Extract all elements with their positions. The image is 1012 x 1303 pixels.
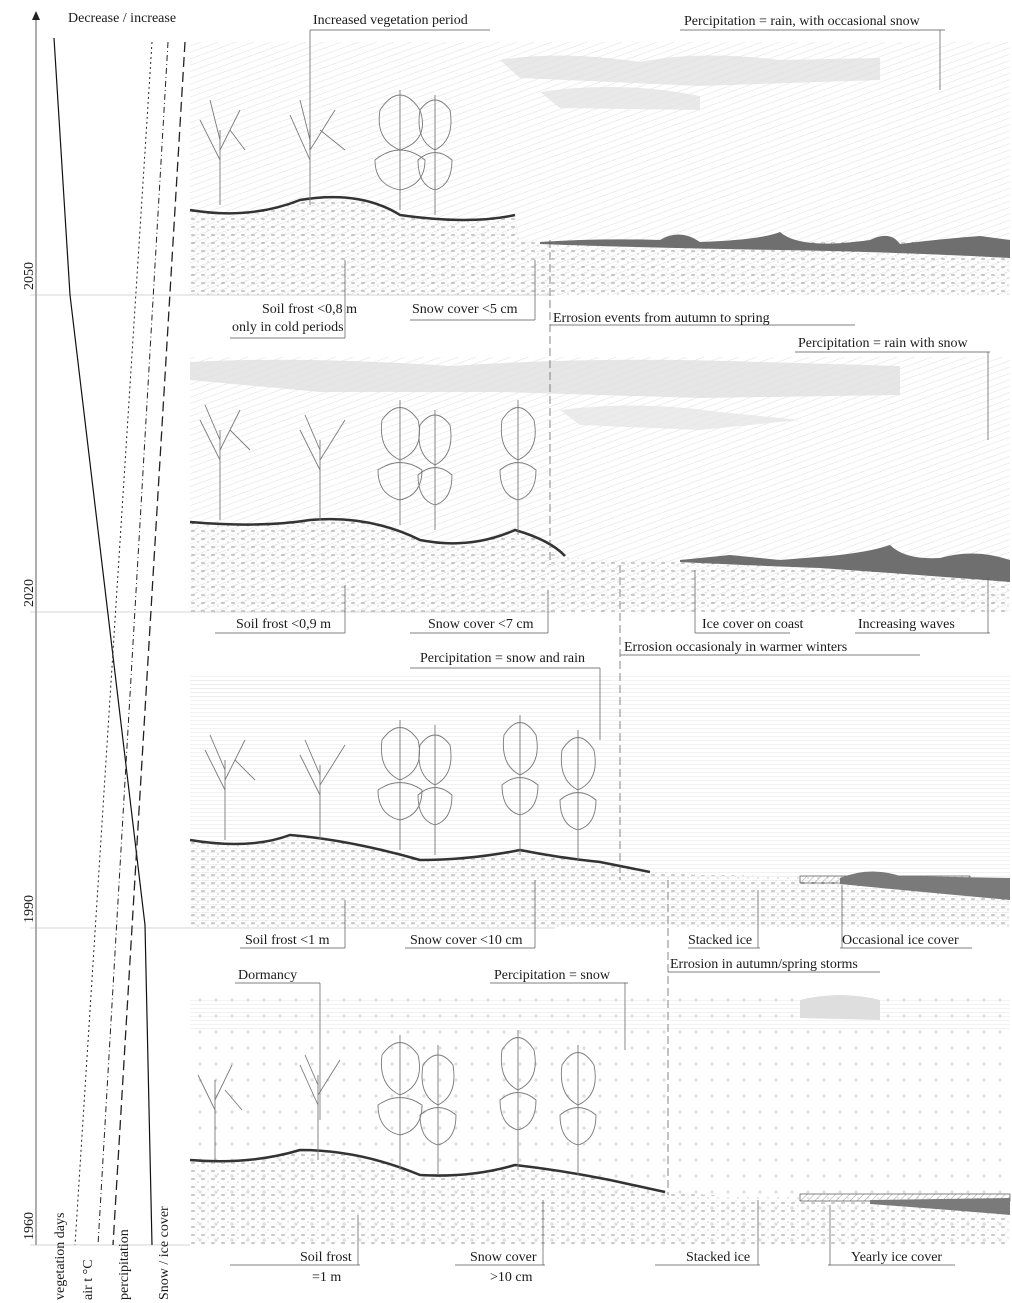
panel-1960 <box>189 995 1011 1245</box>
label-soil-2050-note: only in cold periods <box>232 320 344 335</box>
panel-2050 <box>189 42 1010 295</box>
label-precip-2020: Percipitation = rain with snow <box>798 336 969 351</box>
year-2050: 2050 <box>22 262 37 290</box>
label-snow-1960-value: >10 cm <box>490 1270 533 1285</box>
label-ice-1960: Yearly ice cover <box>851 1250 942 1265</box>
label-erosion-2050: Errosion events from autumn to spring <box>553 311 770 326</box>
label-ice-1990: Occasional ice cover <box>842 933 959 948</box>
label-stacked-1960: Stacked ice <box>686 1250 750 1265</box>
label-vegetation-period: Increased vegetation period <box>313 13 468 28</box>
axis-title: Decrease / increase <box>68 11 176 26</box>
label-dormancy: Dormancy <box>238 968 297 983</box>
label-soil-2050: Soil frost <0,8 m <box>262 302 357 317</box>
legend-precip: percipitation <box>117 1229 132 1300</box>
label-precip-1960: Percipitation = snow <box>494 968 611 983</box>
label-stacked-1990: Stacked ice <box>688 933 752 948</box>
label-soil-2020: Soil frost <0,9 m <box>236 617 331 632</box>
label-erosion-1990: Errosion in autumn/spring storms <box>670 957 858 972</box>
year-2020: 2020 <box>22 579 37 607</box>
panel-2020 <box>189 357 1010 612</box>
label-snow-2020: Snow cover <7 cm <box>428 617 534 632</box>
legend-air: air t °C <box>81 1259 96 1300</box>
trend-lines <box>53 37 186 1246</box>
label-ice-2020: Ice cover on coast <box>702 617 804 632</box>
year-1990: 1990 <box>22 895 37 923</box>
label-soil-1990: Soil frost <1 m <box>245 933 330 948</box>
label-precip-2050: Percipitation = rain, with occasional sn… <box>684 14 921 29</box>
label-snow-1990: Snow cover <10 cm <box>410 933 523 948</box>
legend-snow: Snow / ice cover <box>157 1206 172 1300</box>
label-erosion-2020: Errosion occasionaly in warmer winters <box>624 640 847 655</box>
label-snow-1960: Snow cover <box>470 1250 537 1265</box>
legend-vegetation: vegetation days <box>53 1213 68 1300</box>
leader-lines <box>215 29 990 1266</box>
tree-drawings <box>197 90 597 1175</box>
label-precip-1990: Percipitation = snow and rain <box>420 651 585 666</box>
label-snow-2050: Snow cover <5 cm <box>412 302 518 317</box>
label-soil-1960-value: =1 m <box>312 1270 341 1285</box>
label-waves-2020: Increasing waves <box>858 617 955 632</box>
year-1960: 1960 <box>22 1212 37 1240</box>
label-soil-1960: Soil frost <box>300 1250 352 1265</box>
